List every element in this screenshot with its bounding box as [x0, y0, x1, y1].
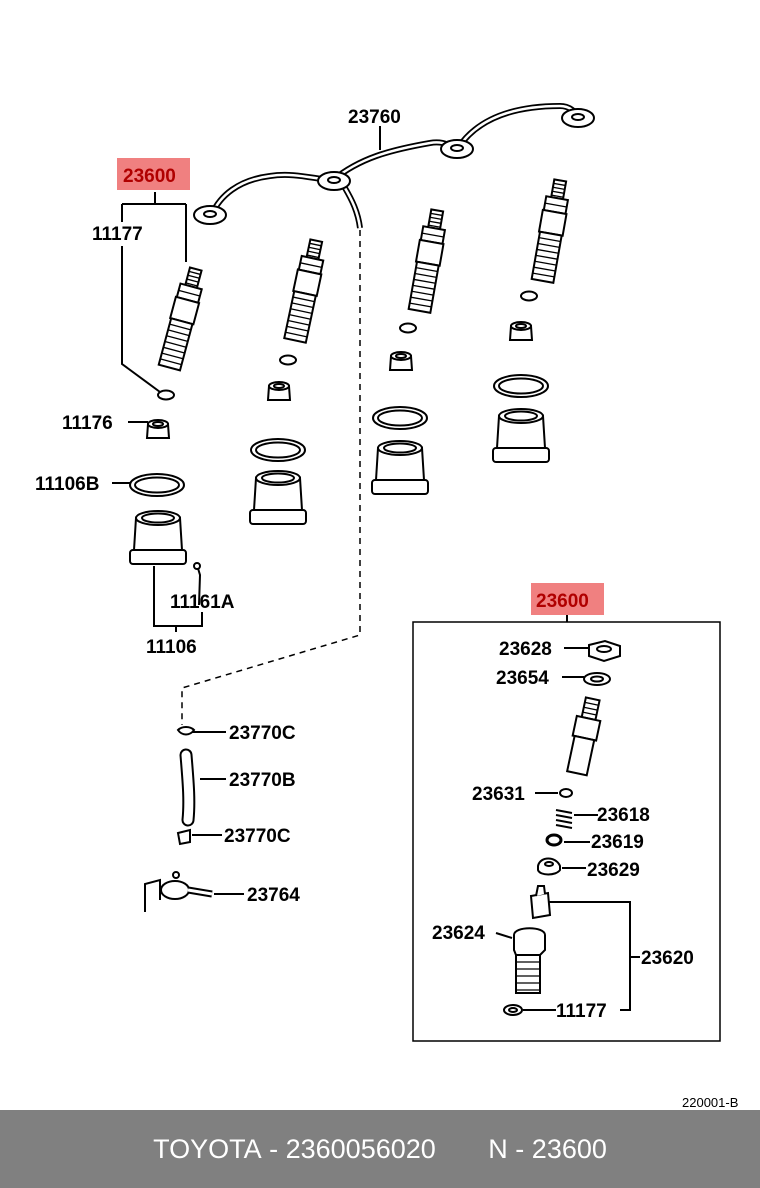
- footer-part-number: 2360056020: [285, 1133, 436, 1164]
- footer-separator: -: [261, 1133, 286, 1164]
- reference-code: 220001-B: [682, 1095, 738, 1110]
- label-11176: 11176: [62, 413, 113, 434]
- label-23618: 23618: [597, 805, 650, 826]
- footer-brand: TOYOTA: [153, 1133, 262, 1164]
- footer-n-number: 23600: [531, 1133, 607, 1164]
- label-11161a: 11161A: [170, 592, 235, 613]
- label-23760: 23760: [348, 107, 401, 128]
- label-23770c-a: 23770C: [229, 723, 296, 744]
- label-23624: 23624: [432, 923, 485, 944]
- label-23770c-b: 23770C: [224, 826, 291, 847]
- label-11177-box: 11177: [556, 1001, 607, 1022]
- label-23619: 23619: [591, 832, 644, 853]
- label-11177-top: 11177: [92, 224, 143, 245]
- label-23620: 23620: [641, 948, 694, 969]
- hose-assembly: [144, 726, 213, 912]
- highlight-23600-box: [531, 583, 604, 615]
- dashed-connection-line: [181, 230, 361, 725]
- leader-lines-left: [112, 192, 244, 895]
- footer-gap: [436, 1134, 489, 1165]
- fuel-return-pipe-23760: [193, 102, 595, 229]
- highlight-23600-top: [117, 158, 190, 190]
- injector-1: [129, 264, 209, 606]
- label-23600-top: 23600: [123, 166, 176, 187]
- label-23654: 23654: [496, 668, 549, 689]
- label-23770b: 23770B: [229, 770, 296, 791]
- injector-4: [492, 177, 574, 463]
- injector-exploded-box: [412, 583, 721, 1042]
- label-23631: 23631: [472, 784, 525, 805]
- label-23628: 23628: [499, 639, 552, 660]
- parts-diagram: 23600 11177 23760 11176 11106B 11161A 11…: [35, 102, 738, 1110]
- footer-bar: TOYOTA - 2360056020 N - 23600: [0, 1110, 760, 1188]
- label-23764: 23764: [247, 885, 300, 906]
- label-11106: 11106: [146, 637, 197, 658]
- injector-2: [249, 237, 329, 525]
- label-11106b: 11106B: [35, 474, 99, 495]
- label-23629: 23629: [587, 860, 640, 881]
- footer-n-prefix: N -: [488, 1133, 532, 1164]
- injector-3: [371, 207, 451, 495]
- label-23600-box: 23600: [536, 591, 589, 612]
